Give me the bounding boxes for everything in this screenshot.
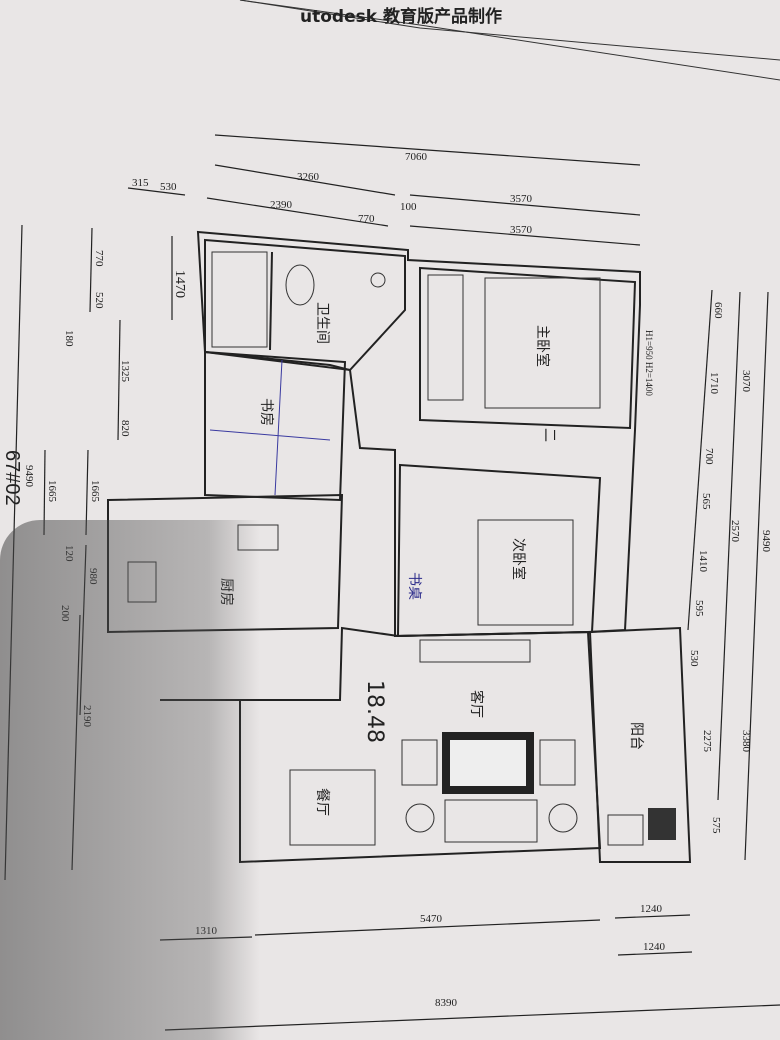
svg-text:700: 700 bbox=[703, 448, 715, 465]
svg-text:9490: 9490 bbox=[760, 530, 772, 553]
svg-text:1470: 1470 bbox=[172, 270, 187, 298]
title-block-border bbox=[239, 0, 780, 81]
handwritten-mark: 二 bbox=[541, 428, 557, 442]
second-bed-icon bbox=[477, 519, 574, 626]
svg-text:770: 770 bbox=[93, 250, 105, 267]
balcony-sink-icon bbox=[607, 814, 644, 846]
svg-text:3570: 3570 bbox=[510, 224, 533, 236]
wardrobe-icon bbox=[427, 274, 464, 401]
dining-table-icon bbox=[289, 769, 376, 846]
sink-icon bbox=[370, 272, 386, 288]
handwritten-area: 18.48 bbox=[362, 680, 387, 743]
title-block-border bbox=[239, 0, 780, 61]
svg-text:820: 820 bbox=[119, 420, 131, 437]
side-table-icon bbox=[548, 803, 578, 833]
svg-text:1240: 1240 bbox=[640, 903, 663, 915]
svg-text:530: 530 bbox=[688, 650, 700, 667]
svg-text:2275: 2275 bbox=[701, 730, 713, 753]
svg-text:2190: 2190 bbox=[81, 705, 93, 728]
bottom-dimensions: 1310 5470 1240 1240 8390 bbox=[159, 903, 780, 1031]
svg-text:1410: 1410 bbox=[697, 550, 709, 573]
walls bbox=[107, 230, 692, 864]
handwritten-lines bbox=[209, 359, 331, 496]
svg-text:1710: 1710 bbox=[708, 372, 720, 395]
window-height-note: H1=950 H2=1400 bbox=[644, 330, 654, 396]
top-dimensions: 7060 3260 315 530 2390 770 100 3570 3570 bbox=[127, 134, 641, 246]
svg-text:980: 980 bbox=[87, 568, 99, 585]
armchair-icon bbox=[401, 739, 438, 786]
svg-text:3380: 3380 bbox=[740, 730, 752, 753]
svg-text:3570: 3570 bbox=[510, 193, 533, 205]
svg-text:2390: 2390 bbox=[270, 199, 293, 211]
svg-text:1325: 1325 bbox=[119, 360, 131, 383]
stove-icon bbox=[237, 524, 279, 551]
svg-text:660: 660 bbox=[712, 302, 724, 319]
svg-text:530: 530 bbox=[160, 181, 177, 193]
handwritten-desk: 书桌 bbox=[406, 572, 422, 600]
svg-text:1240: 1240 bbox=[643, 941, 666, 953]
drawing-code: 67#02 bbox=[1, 450, 23, 506]
svg-text:9490: 9490 bbox=[23, 465, 35, 488]
left-dimensions: 1470 770 520 180 1325 820 1665 1665 9490… bbox=[4, 224, 187, 881]
room-label-kitchen: 厨房 bbox=[218, 578, 234, 606]
room-label-second-bedroom: 次卧室 bbox=[510, 538, 527, 580]
svg-text:595: 595 bbox=[693, 600, 705, 617]
svg-text:5470: 5470 bbox=[420, 913, 443, 925]
washer-icon bbox=[648, 808, 676, 840]
svg-text:520: 520 bbox=[93, 292, 105, 309]
svg-text:1310: 1310 bbox=[195, 925, 218, 937]
svg-text:200: 200 bbox=[59, 605, 71, 622]
tv-cabinet-icon bbox=[419, 639, 531, 663]
svg-text:100: 100 bbox=[400, 201, 417, 213]
room-label-living-room: 客厅 bbox=[468, 690, 485, 718]
room-label-bathroom: 卫生间 bbox=[314, 302, 330, 344]
room-label-study: 书房 bbox=[258, 398, 274, 426]
svg-text:2570: 2570 bbox=[729, 520, 741, 543]
room-label-dining: 餐厅 bbox=[314, 788, 330, 816]
room-label-balcony: 阳台 bbox=[628, 722, 644, 750]
side-table-icon bbox=[405, 803, 435, 833]
room-label-master-bedroom: 主卧室 bbox=[534, 325, 551, 367]
svg-text:1665: 1665 bbox=[89, 480, 101, 503]
svg-text:8390: 8390 bbox=[435, 997, 458, 1009]
armchair-icon bbox=[539, 739, 576, 786]
svg-text:7060: 7060 bbox=[405, 151, 428, 163]
svg-text:770: 770 bbox=[358, 213, 375, 225]
svg-text:3070: 3070 bbox=[740, 370, 752, 393]
toilet-icon bbox=[285, 264, 315, 306]
shower-icon bbox=[211, 251, 268, 348]
master-bed-icon bbox=[484, 277, 601, 409]
title-text: utodesk 教育版产品制作 bbox=[300, 6, 502, 27]
svg-text:3260: 3260 bbox=[297, 171, 320, 183]
svg-text:565: 565 bbox=[700, 493, 712, 510]
sofa-icon bbox=[444, 799, 538, 843]
svg-text:1665: 1665 bbox=[46, 480, 58, 503]
furniture bbox=[127, 251, 676, 846]
svg-text:120: 120 bbox=[63, 545, 75, 562]
right-dimensions: 660 1710 700 565 1410 595 3070 2570 9490… bbox=[687, 289, 772, 861]
kitchen-sink-icon bbox=[127, 561, 157, 603]
svg-text:575: 575 bbox=[710, 817, 722, 834]
svg-text:180: 180 bbox=[63, 330, 75, 347]
svg-text:315: 315 bbox=[132, 177, 149, 189]
